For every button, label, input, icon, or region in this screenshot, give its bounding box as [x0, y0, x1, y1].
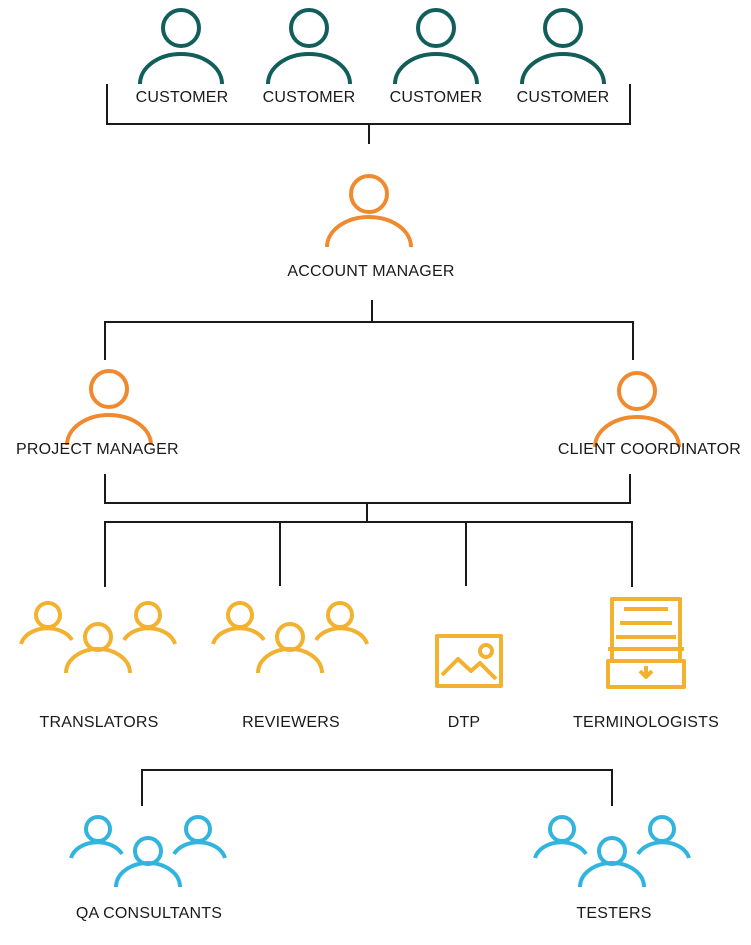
qa-consultants-label: QA CONSULTANTS	[75, 905, 223, 922]
translators-group-icon	[19, 601, 177, 674]
reviewers-group-icon	[211, 601, 369, 674]
customer-icon-2	[266, 8, 352, 85]
managers-join-bracket	[104, 474, 631, 504]
project-manager-label: PROJECT MANAGER	[16, 441, 179, 458]
customer-label-4: CUSTOMER	[516, 89, 610, 106]
customer-label-2: CUSTOMER	[262, 89, 356, 106]
client-coordinator-label: CLIENT COORDINATOR	[557, 441, 741, 458]
customer-label-1: CUSTOMER	[135, 89, 229, 106]
client-coordinator-icon	[593, 371, 681, 448]
customer-label-3: CUSTOMER	[389, 89, 483, 106]
customer-icon-1	[138, 8, 224, 85]
connector-lines	[104, 84, 634, 806]
teams-bracket	[104, 521, 633, 587]
qa-consultants-group-icon	[69, 815, 227, 888]
account-manager-icon	[325, 174, 413, 248]
translators-label: TRANSLATORS	[39, 714, 159, 731]
testers-label: TESTERS	[576, 905, 652, 922]
dtp-image-icon	[435, 634, 503, 688]
reviewers-label: REVIEWERS	[242, 714, 340, 731]
file-cabinet-icon	[606, 597, 686, 689]
customer-icon-3	[393, 8, 479, 85]
account-manager-label: ACCOUNT MANAGER	[287, 263, 455, 280]
testers-group-icon	[533, 815, 691, 888]
terminologists-label: TERMINOLOGISTS	[573, 714, 719, 731]
project-manager-icon	[65, 369, 153, 446]
qa-bracket	[141, 769, 613, 806]
dtp-label: DTP	[447, 714, 481, 731]
customer-icon-4	[520, 8, 606, 85]
managers-bracket	[104, 321, 634, 360]
